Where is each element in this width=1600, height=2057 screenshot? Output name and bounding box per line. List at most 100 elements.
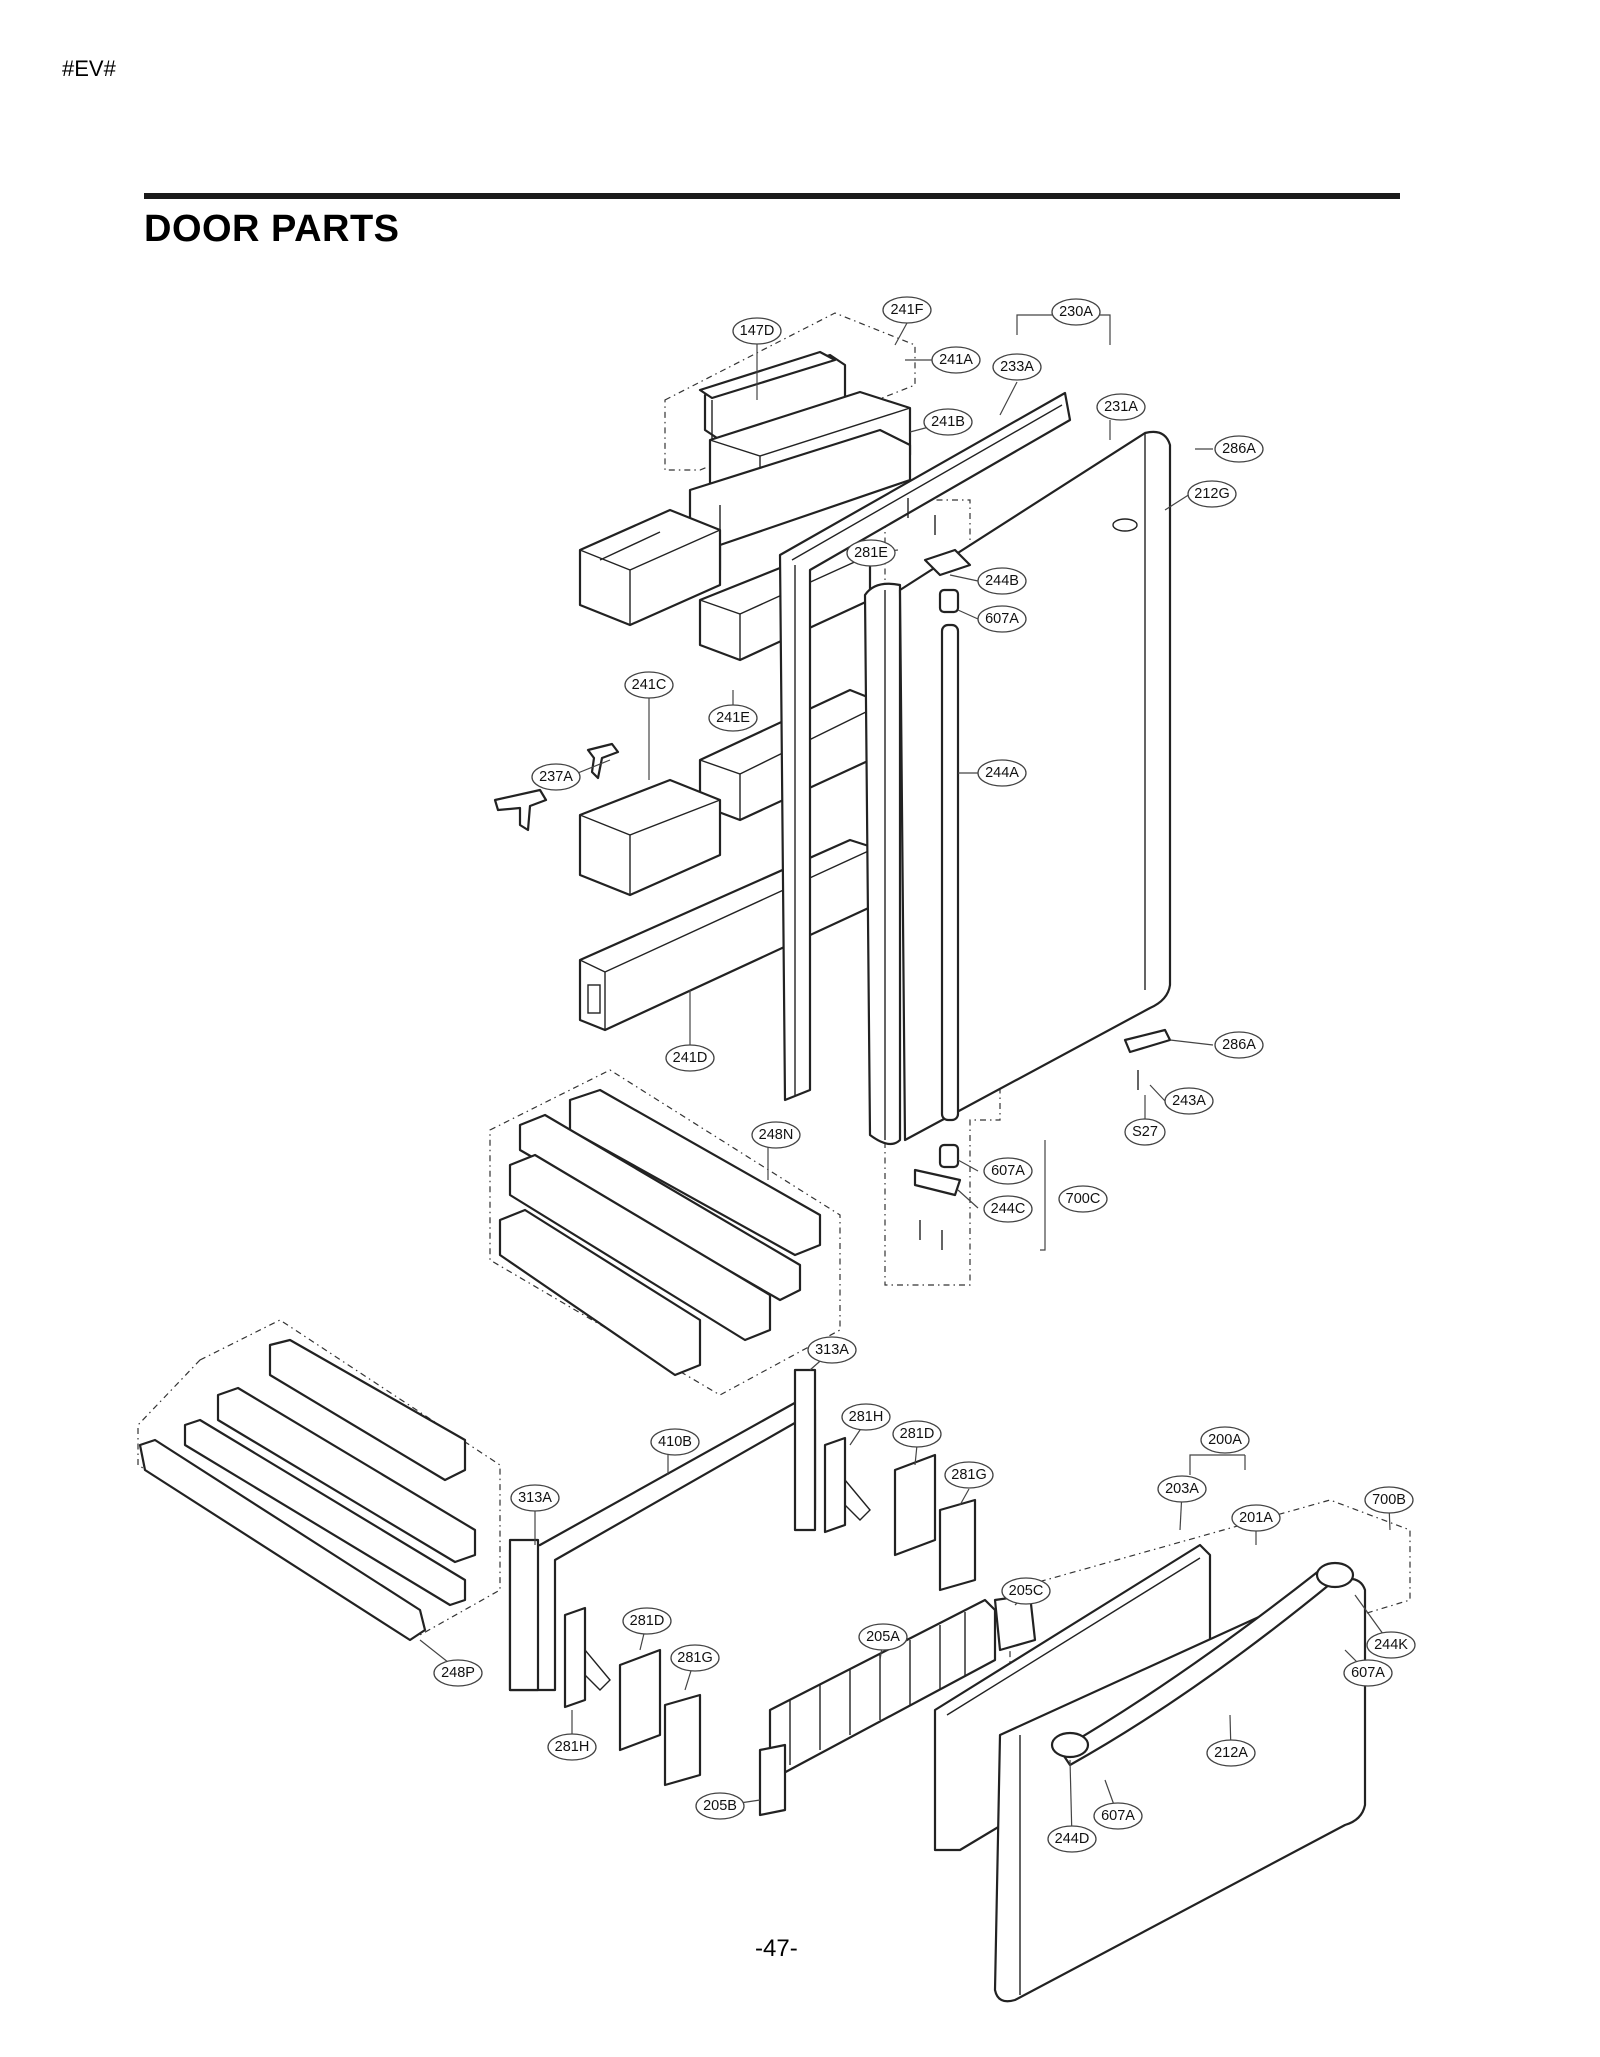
svg-text:241C: 241C — [632, 677, 667, 693]
svg-text:205C: 205C — [1009, 1583, 1044, 1599]
document-mark: #EV# — [62, 56, 116, 81]
svg-text:244C: 244C — [991, 1201, 1026, 1217]
door-bin-241C-upper — [578, 508, 722, 627]
svg-text:212G: 212G — [1194, 486, 1229, 502]
svg-text:700B: 700B — [1372, 1492, 1406, 1508]
callout-241E: 241E — [708, 704, 758, 732]
callout-313A-2: 313A — [510, 1484, 560, 1512]
callout-231A: 231A — [1096, 393, 1146, 421]
svg-text:241A: 241A — [939, 352, 973, 368]
callout-607A-4: 607A — [1093, 1802, 1143, 1830]
callout-244D: 244D — [1047, 1825, 1097, 1853]
basket-end-205B — [758, 1743, 787, 1817]
callout-410B: 410B — [650, 1428, 700, 1456]
refrigerator-door-231A — [898, 430, 1172, 1142]
svg-text:230A: 230A — [1059, 304, 1093, 320]
callout-313A-1: 313A — [807, 1336, 857, 1364]
svg-text:281H: 281H — [555, 1739, 590, 1755]
callout-205C: 205C — [1001, 1577, 1051, 1605]
cover-248P — [138, 1338, 477, 1642]
svg-text:237A: 237A — [539, 769, 573, 785]
svg-text:607A: 607A — [1351, 1665, 1385, 1681]
door-liner-panel — [863, 582, 902, 1146]
svg-text:281E: 281E — [854, 545, 888, 561]
callout-286A-top: 286A — [1214, 435, 1264, 463]
callout-248P: 248P — [433, 1659, 483, 1687]
bin-group-outline — [664, 312, 916, 471]
callout-241D: 241D — [665, 1044, 715, 1072]
callout-281E: 281E — [846, 539, 896, 567]
callout-212G: 212G — [1187, 480, 1237, 508]
callout-200A: 200A — [1200, 1426, 1250, 1454]
svg-text:281D: 281D — [900, 1426, 935, 1442]
cover-group-outline — [137, 1319, 501, 1636]
callout-244A: 244A — [977, 759, 1027, 787]
svg-text:286A: 286A — [1222, 1037, 1256, 1053]
svg-text:244K: 244K — [1374, 1637, 1408, 1653]
callout-230A: 230A — [1051, 298, 1101, 326]
callout-248N: 248N — [751, 1121, 801, 1149]
svg-text:607A: 607A — [985, 611, 1019, 627]
svg-text:410B: 410B — [658, 1434, 692, 1450]
svg-text:281G: 281G — [951, 1467, 986, 1483]
hinge-cap-281G-lower — [663, 1693, 702, 1787]
svg-text:281D: 281D — [630, 1613, 665, 1629]
callout-201A: 201A — [1231, 1504, 1281, 1532]
callout-607A-3: 607A — [1343, 1659, 1393, 1687]
hinge-bushing-607A-top — [938, 588, 960, 614]
hinge-244C — [913, 1168, 962, 1197]
door-bin-241C-lower — [578, 778, 722, 897]
hinge-rod-244A — [940, 623, 960, 1122]
svg-text:241D: 241D — [673, 1050, 708, 1066]
callout-281D-1: 281D — [892, 1420, 942, 1448]
svg-text:244D: 244D — [1055, 1831, 1090, 1847]
callout-607A-1: 607A — [977, 605, 1027, 633]
hinge-cover-281D-upper — [893, 1453, 937, 1557]
title-rule — [144, 193, 1400, 199]
callout-286A-bottom: 286A — [1214, 1031, 1264, 1059]
callout-700B: 700B — [1364, 1486, 1414, 1514]
callout-281G-1: 281G — [944, 1461, 994, 1489]
callout-244K: 244K — [1366, 1631, 1416, 1659]
svg-text:205B: 205B — [703, 1798, 737, 1814]
callout-241A: 241A — [931, 346, 981, 374]
callout-237A: 237A — [531, 763, 581, 791]
callout-205A: 205A — [858, 1623, 908, 1651]
callout-233A: 233A — [992, 353, 1042, 381]
svg-text:233A: 233A — [1000, 359, 1034, 375]
callout-281H-1: 281H — [841, 1403, 891, 1431]
hinge-cap-281G-upper — [938, 1498, 977, 1592]
callout-205B: 205B — [695, 1792, 745, 1820]
hinge-244B — [923, 548, 972, 577]
page-title: DOOR PARTS — [144, 208, 400, 250]
svg-text:231A: 231A — [1104, 399, 1138, 415]
svg-text:313A: 313A — [815, 1342, 849, 1358]
svg-text:241B: 241B — [931, 414, 965, 430]
svg-text:607A: 607A — [991, 1163, 1025, 1179]
bin-stopper-237A — [493, 742, 620, 832]
hinge-281H-upper — [823, 1436, 871, 1534]
svg-text:201A: 201A — [1239, 1510, 1273, 1526]
svg-text:147D: 147D — [740, 323, 775, 339]
bracket-313A-left — [508, 1538, 540, 1692]
svg-text:248N: 248N — [759, 1127, 794, 1143]
callout-244C: 244C — [983, 1195, 1033, 1223]
bracket-313A-right — [793, 1368, 817, 1532]
svg-text:281G: 281G — [677, 1650, 712, 1666]
hinge-cover-281D-lower — [618, 1648, 662, 1752]
svg-text:203A: 203A — [1165, 1481, 1199, 1497]
svg-text:700C: 700C — [1066, 1191, 1101, 1207]
callout-S27: S27 — [1124, 1118, 1166, 1146]
callout-243A: 243A — [1164, 1087, 1214, 1115]
svg-text:281H: 281H — [849, 1409, 884, 1425]
callout-244B: 244B — [977, 567, 1027, 595]
callout-147D: 147D — [732, 317, 782, 345]
svg-text:248P: 248P — [441, 1665, 475, 1681]
svg-text:243A: 243A — [1172, 1093, 1206, 1109]
hinge-bushing-607A-bottom — [938, 1143, 960, 1169]
callout-700C: 700C — [1058, 1185, 1108, 1213]
svg-text:200A: 200A — [1208, 1432, 1242, 1448]
svg-text:241E: 241E — [716, 710, 750, 726]
screw — [907, 498, 1139, 1250]
